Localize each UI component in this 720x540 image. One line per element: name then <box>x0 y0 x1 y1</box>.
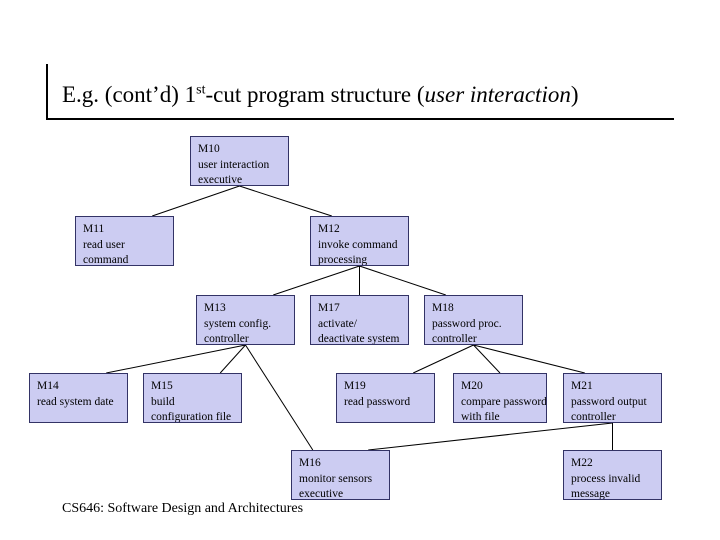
slide-footer: CS646: Software Design and Architectures <box>62 501 304 516</box>
module-box-m12-line-2: processing <box>318 254 368 266</box>
edge-m13-m14 <box>106 344 246 374</box>
module-box-m22-line-1: process invalid <box>571 472 641 485</box>
module-box-m13[interactable]: M13 system config. controller <box>196 295 295 345</box>
edge-m21-m16 <box>368 422 613 451</box>
title-bottom-rule <box>46 118 674 120</box>
module-box-m10-line-1: user interaction <box>198 158 270 171</box>
title-suffix: ) <box>570 82 579 107</box>
module-box-m11-line-2: command <box>83 254 129 266</box>
module-box-m22-line-0: M22 <box>571 457 593 469</box>
module-box-m16[interactable]: M16 monitor sensors executive <box>291 450 390 500</box>
edge-m18-m19 <box>413 344 474 374</box>
module-box-m19[interactable]: M19 read password <box>336 373 435 423</box>
module-box-m18-line-0: M18 <box>432 302 454 314</box>
module-box-m14-line-1: read system date <box>37 395 114 408</box>
module-box-m21[interactable]: M21 password output controller <box>563 373 662 423</box>
module-box-m20-line-1: compare password <box>461 395 547 408</box>
edge-m10-m11 <box>152 185 240 217</box>
title-left-rule <box>46 64 48 120</box>
title-superscript: st <box>196 82 206 98</box>
module-box-m21-line-2: controller <box>571 411 616 423</box>
module-box-m12-line-1: invoke command <box>318 238 398 251</box>
module-box-m20-line-0: M20 <box>461 380 483 392</box>
module-box-m15[interactable]: M15 build configuration file <box>143 373 242 423</box>
module-box-m14-line-0: M14 <box>37 380 59 392</box>
module-box-m10-line-0: M10 <box>198 143 220 155</box>
module-box-m12-line-0: M12 <box>318 223 340 235</box>
module-box-m21-line-0: M21 <box>571 380 593 392</box>
edge-m12-m13 <box>273 265 360 296</box>
module-box-m10[interactable]: M10 user interaction executive <box>190 136 289 186</box>
module-box-m15-line-2: configuration file <box>151 411 232 423</box>
module-box-m13-line-2: controller <box>204 333 249 345</box>
module-box-m20[interactable]: M20 compare password with file <box>453 373 547 423</box>
module-box-m16-line-0: M16 <box>299 457 321 469</box>
module-box-m16-line-1: monitor sensors <box>299 472 373 485</box>
module-box-m22[interactable]: M22 process invalid message <box>563 450 662 500</box>
module-box-m19-line-1: read password <box>344 395 411 408</box>
module-box-m11[interactable]: M11 read user command <box>75 216 174 266</box>
title-prefix: E.g. (cont’d) 1 <box>62 82 197 107</box>
module-box-m22-line-2: message <box>571 488 610 500</box>
module-box-m15-line-0: M15 <box>151 380 173 392</box>
title-emphasis: user interaction <box>424 82 571 107</box>
edge-m18-m21 <box>473 344 585 374</box>
module-box-m16-line-2: executive <box>299 488 344 500</box>
page-title: E.g. (cont’d) 1st-cut program structure … <box>62 76 674 114</box>
module-box-m19-line-0: M19 <box>344 380 366 392</box>
module-box-m18-line-2: controller <box>432 333 477 345</box>
edge-m13-m15 <box>219 344 246 374</box>
module-box-m17-line-0: M17 <box>318 302 340 314</box>
module-box-m17[interactable]: M17 activate/deactivate system <box>310 295 409 345</box>
module-box-m20-line-2: with file <box>461 411 500 423</box>
edge-m10-m12 <box>239 185 332 217</box>
module-box-m18[interactable]: M18 password proc. controller <box>424 295 523 345</box>
module-box-m15-line-1: build <box>151 395 175 408</box>
edge-m18-m20 <box>473 344 501 374</box>
module-box-m13-line-0: M13 <box>204 302 226 314</box>
module-box-m14[interactable]: M14 read system date <box>29 373 128 423</box>
title-mid: -cut program structure ( <box>205 82 425 107</box>
module-box-m13-line-1: system config. <box>204 317 272 330</box>
edge-m12-m18 <box>359 265 446 296</box>
module-box-m18-line-1: password proc. <box>432 317 502 330</box>
edge-m13-m16 <box>245 344 314 451</box>
module-box-m17-line-1: activate/ <box>318 317 357 330</box>
module-box-m12[interactable]: M12 invoke command processing <box>310 216 409 266</box>
module-box-m21-line-1: password output <box>571 395 647 408</box>
module-box-m11-line-1: read user <box>83 238 125 251</box>
module-box-m10-line-2: executive <box>198 174 243 186</box>
module-box-m17-line-2: deactivate system <box>318 333 400 345</box>
module-box-m11-line-0: M11 <box>83 223 105 235</box>
